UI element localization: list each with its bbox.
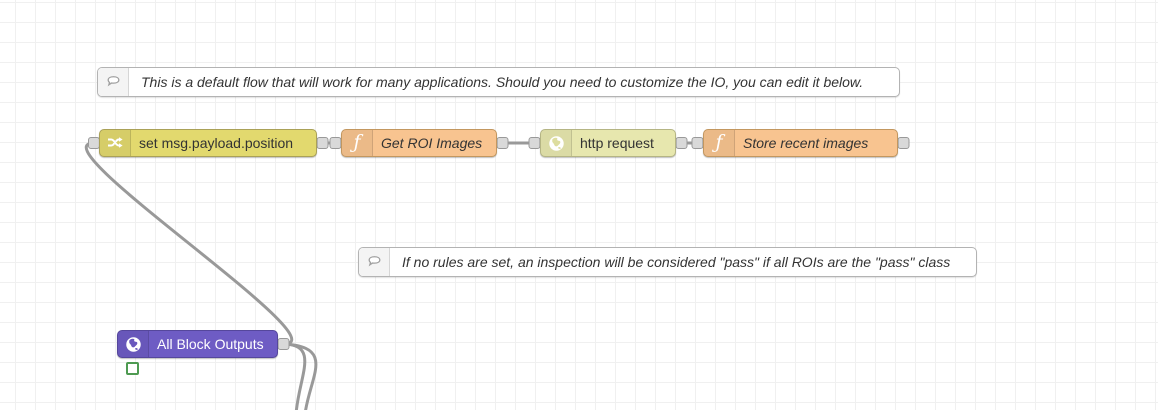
node-all-block-outputs[interactable]: All Block Outputs xyxy=(117,330,278,358)
node-store-recent-images[interactable]: ƒ Store recent images xyxy=(703,129,898,157)
node-label: set msg.payload.position xyxy=(139,135,294,151)
globe-icon xyxy=(118,331,149,357)
comment-text: If no rules are set, an inspection will … xyxy=(402,254,951,270)
comment-bubble-icon xyxy=(98,68,129,96)
node-status-ring xyxy=(126,362,139,375)
port-input-change[interactable] xyxy=(88,137,100,149)
port-output-blockoutputs[interactable] xyxy=(277,338,290,350)
node-get-roi-images[interactable]: ƒ Get ROI Images xyxy=(341,129,497,157)
node-set-msg-payload-position[interactable]: set msg.payload.position xyxy=(99,129,317,157)
node-label: All Block Outputs xyxy=(157,336,264,352)
shuffle-icon xyxy=(100,130,131,156)
wire-blockoutputs-down-1[interactable] xyxy=(283,342,307,410)
comment-text: This is a default flow that will work fo… xyxy=(141,74,864,90)
comment-node-default-flow[interactable]: This is a default flow that will work fo… xyxy=(97,67,900,97)
port-input-getroi[interactable] xyxy=(329,137,342,149)
port-input-store[interactable] xyxy=(691,137,704,149)
port-input-httprequest[interactable] xyxy=(528,137,541,149)
node-label: Get ROI Images xyxy=(381,135,483,151)
function-icon: ƒ xyxy=(342,130,373,156)
port-output-change[interactable] xyxy=(316,137,329,149)
port-output-store[interactable] xyxy=(897,137,910,149)
comment-bubble-icon xyxy=(359,248,390,276)
node-label: Store recent images xyxy=(743,135,869,151)
wire-blockoutputs-down-2[interactable] xyxy=(283,342,318,410)
comment-node-pass-rules[interactable]: If no rules are set, an inspection will … xyxy=(358,247,977,277)
port-output-httprequest[interactable] xyxy=(675,137,688,149)
globe-icon xyxy=(541,130,572,156)
node-http-request[interactable]: http request xyxy=(540,129,676,157)
wire-blockoutputs-to-change[interactable] xyxy=(84,141,294,346)
node-label: http request xyxy=(580,135,654,151)
function-icon: ƒ xyxy=(704,130,735,156)
port-output-getroi[interactable] xyxy=(496,137,509,149)
